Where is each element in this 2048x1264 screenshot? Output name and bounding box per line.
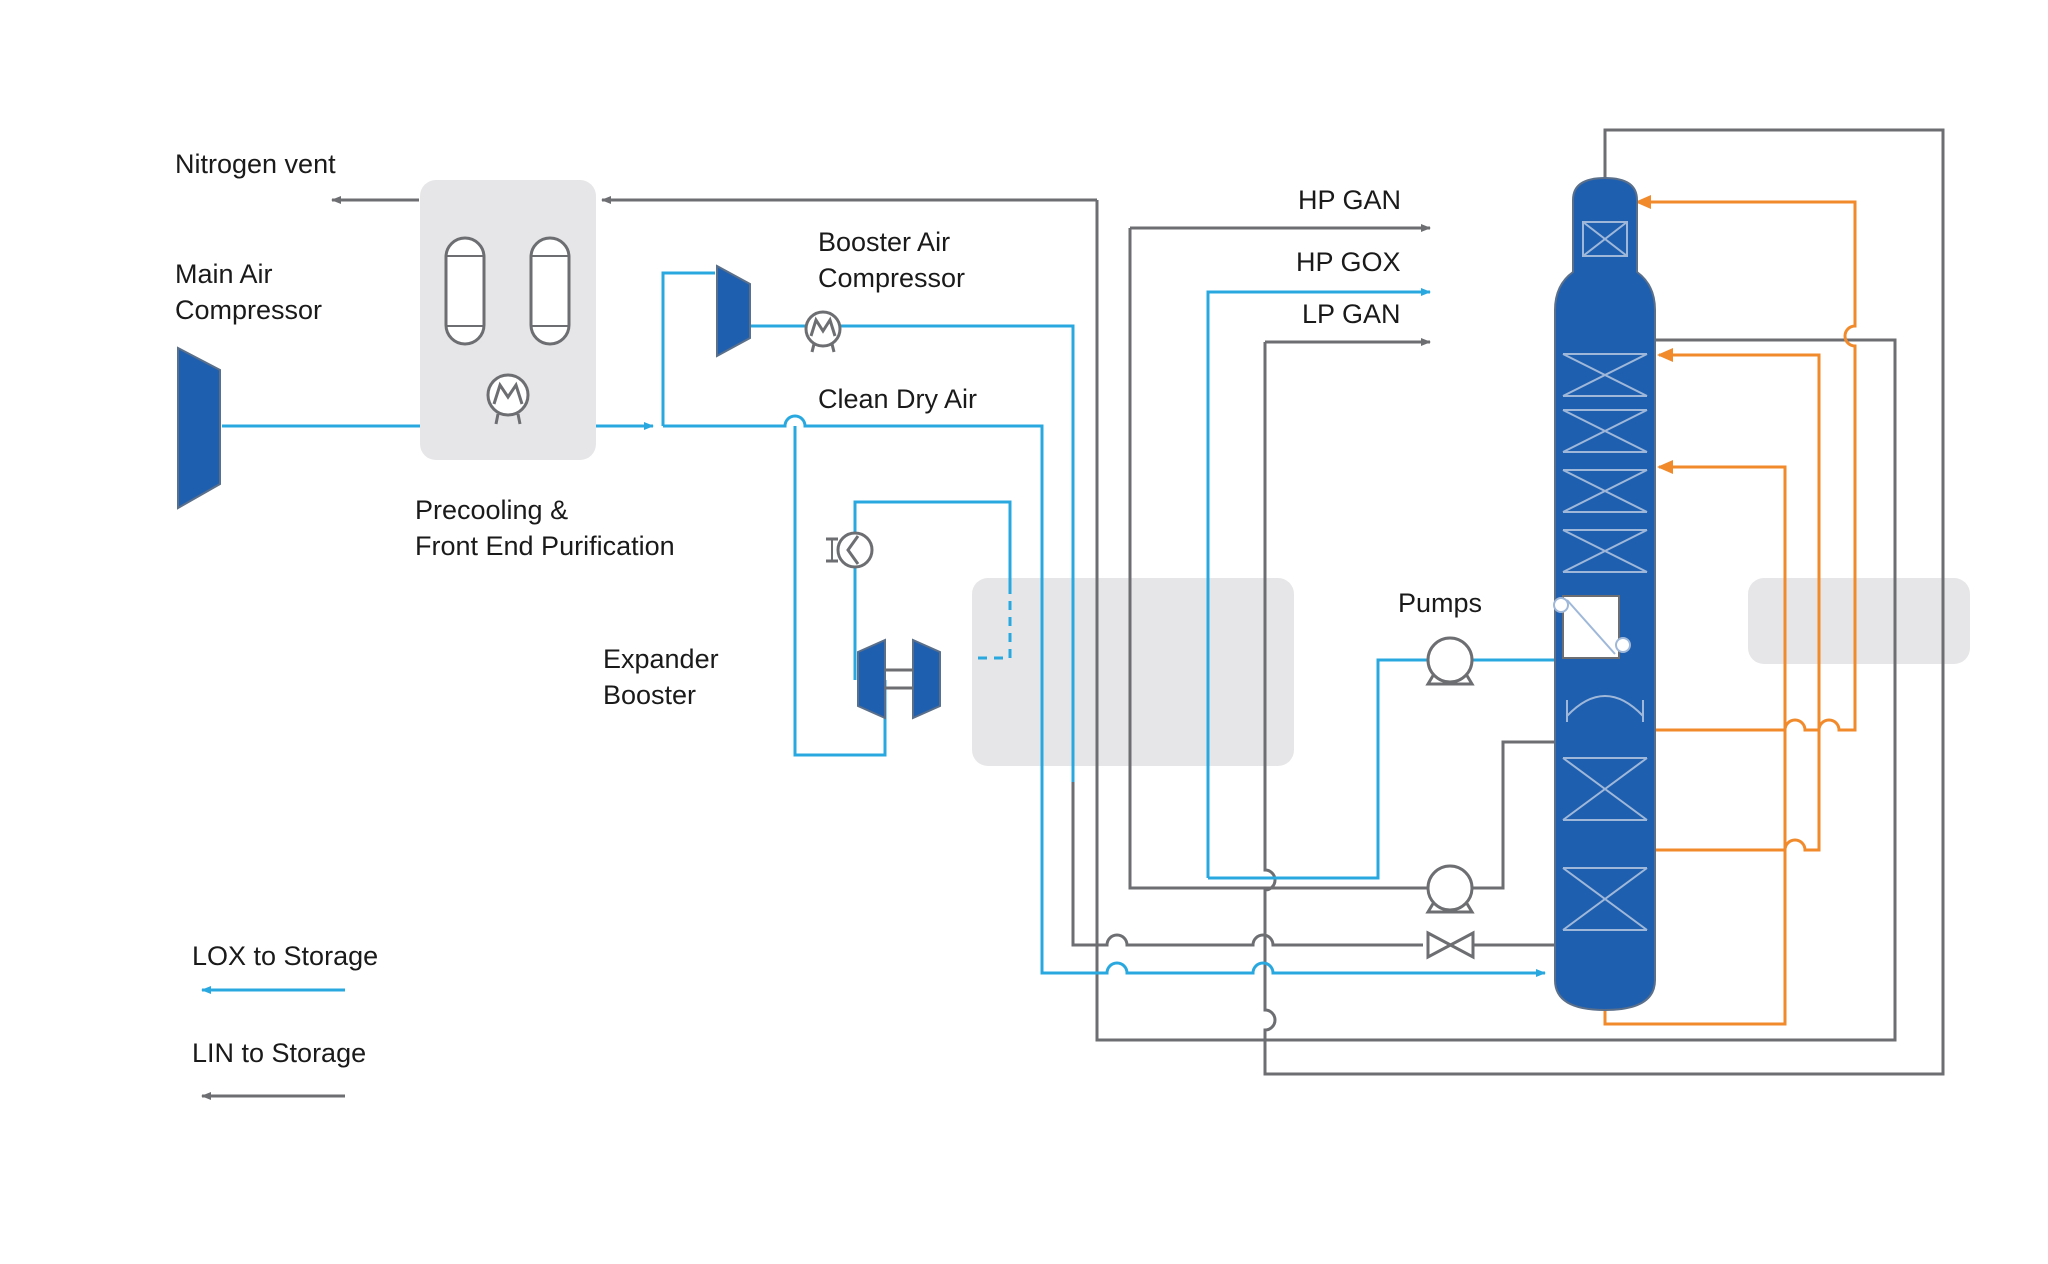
legend: LOX to Storage LIN to Storage bbox=[192, 941, 378, 1100]
precooling-label-2: Front End Purification bbox=[415, 531, 675, 561]
lox-legend-label: LOX to Storage bbox=[192, 941, 378, 971]
clean-dry-air-label: Clean Dry Air bbox=[818, 384, 977, 414]
hp-gox-label: HP GOX bbox=[1296, 247, 1401, 277]
subcooler-panel bbox=[1748, 578, 1970, 664]
expander-label-2: Booster bbox=[603, 680, 696, 710]
precooler-motor-icon bbox=[486, 373, 530, 425]
hp-gan-label: HP GAN bbox=[1298, 185, 1401, 215]
aftercooler-motor-icon bbox=[804, 310, 842, 353]
pump-lower bbox=[1425, 864, 1475, 914]
expander-booster bbox=[857, 638, 941, 720]
nitrogen-vent-label: Nitrogen vent bbox=[175, 149, 336, 179]
booster-air-compressor bbox=[716, 264, 751, 358]
main-air-compressor-label-2: Compressor bbox=[175, 295, 322, 325]
heat-exchanger-icon bbox=[826, 531, 874, 569]
pump-upper bbox=[1425, 636, 1475, 686]
nitrogen-lines bbox=[331, 128, 1945, 1076]
pumps-label: Pumps bbox=[1398, 588, 1482, 618]
reflux-lines bbox=[1603, 195, 1857, 1026]
main-air-compressor bbox=[177, 346, 221, 510]
booster-label-2: Compressor bbox=[818, 263, 965, 293]
main-heat-exchanger-panel bbox=[972, 578, 1294, 766]
expander-label-1: Expander bbox=[603, 644, 719, 674]
distillation-column bbox=[1553, 176, 1656, 1012]
lin-legend-label: LIN to Storage bbox=[192, 1038, 366, 1068]
adsorber-vessels bbox=[444, 236, 571, 346]
main-air-compressor-label-1: Main Air bbox=[175, 259, 273, 289]
lp-gan-label: LP GAN bbox=[1302, 299, 1401, 329]
valve-icon bbox=[1426, 930, 1475, 960]
booster-label-1: Booster Air bbox=[818, 227, 950, 257]
precooling-label-1: Precooling & bbox=[415, 495, 568, 525]
